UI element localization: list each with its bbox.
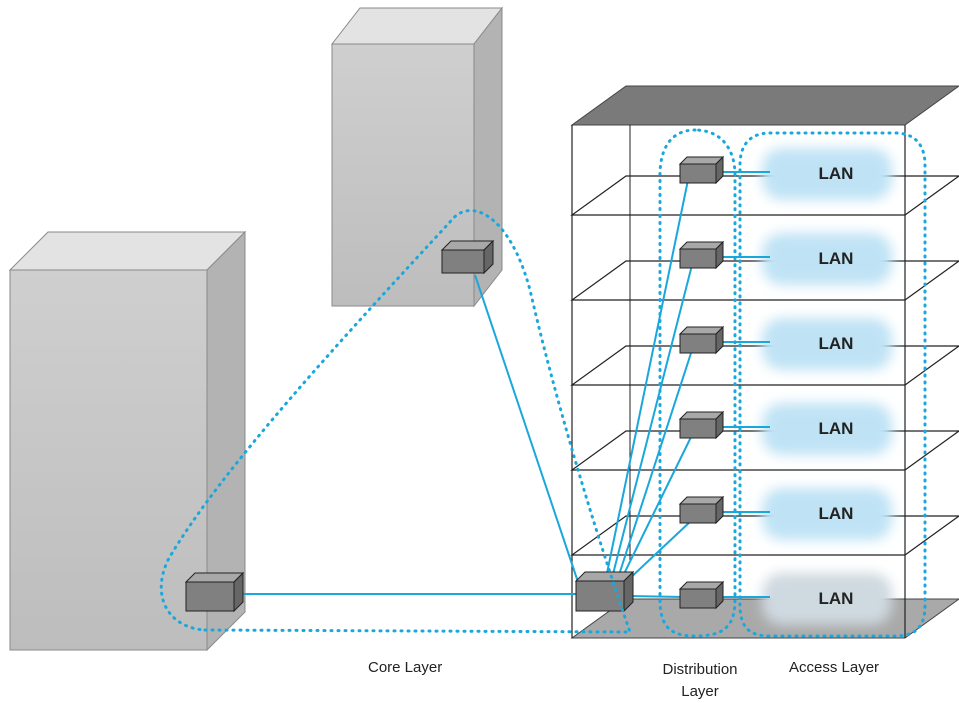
lan-clouds (762, 148, 892, 625)
core-layer-outline (159, 209, 633, 634)
switch-icon (574, 570, 635, 613)
switch-icon (440, 239, 495, 275)
distribution-layer-label-line1: Distribution (662, 661, 738, 678)
lan-cloud-icon (762, 573, 892, 625)
lan-label: LAN (819, 589, 854, 608)
lan-label: LAN (819, 164, 854, 183)
lan-label: LAN (819, 504, 854, 523)
core-distribution-links (240, 179, 693, 598)
access-layer-label: Access Layer (789, 659, 880, 676)
distribution-layer-label: Distribution Layer (654, 659, 746, 703)
lan-cloud-icon (762, 488, 892, 540)
distribution-layer-outline (658, 128, 737, 638)
middle-building-icon (330, 6, 504, 308)
left-building-icon (8, 230, 247, 652)
lan-cloud-icon (762, 233, 892, 285)
switch-icon (678, 580, 725, 610)
switch-icon (678, 325, 725, 355)
switch-icon (678, 410, 725, 440)
switches (184, 155, 725, 613)
access-layer-outline (738, 131, 927, 638)
lan-labels: LAN LAN LAN LAN LAN LAN (819, 164, 854, 608)
lan-label: LAN (819, 419, 854, 438)
distribution-layer-label-line2: Layer (681, 683, 719, 700)
switch-icon (184, 571, 245, 613)
switch-icon (678, 155, 725, 185)
switch-icon (678, 240, 725, 270)
lan-cloud-icon (762, 403, 892, 455)
access-links (720, 171, 770, 598)
layer-outlines (159, 128, 927, 638)
core-layer-label: Core Layer (368, 659, 443, 676)
lan-cloud-icon (762, 318, 892, 370)
lan-cloud-icon (762, 148, 892, 200)
lan-label: LAN (819, 334, 854, 353)
switch-icon (678, 495, 725, 525)
lan-label: LAN (819, 249, 854, 268)
